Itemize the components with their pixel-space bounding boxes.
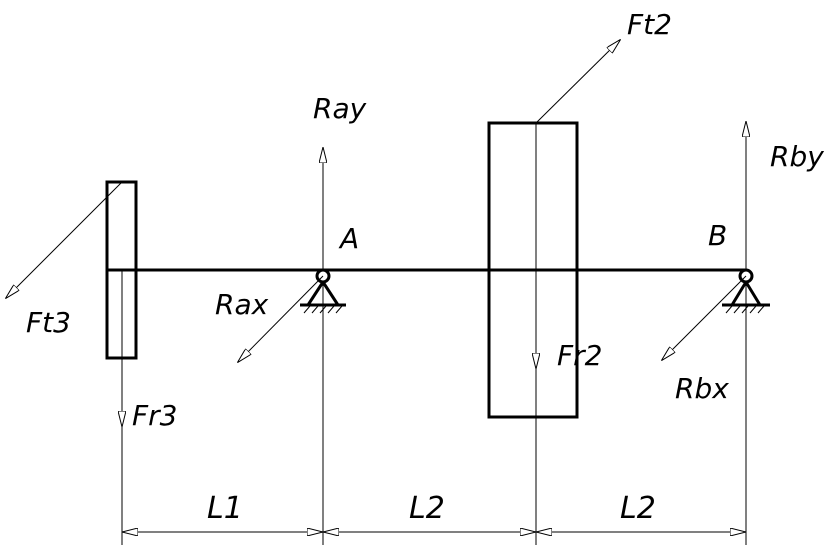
- label-a: A: [338, 222, 359, 255]
- rbx-arrow: [662, 275, 747, 360]
- label-l1: L1: [207, 491, 243, 526]
- ft3-arrow: [6, 181, 123, 298]
- gear-2-block: [487, 121, 579, 419]
- label-b: B: [708, 219, 727, 252]
- label-l2-right: L2: [620, 491, 656, 526]
- label-fr2: Fr2: [557, 339, 602, 372]
- label-l2-left: L2: [409, 491, 445, 526]
- label-rbx: Rbx: [675, 372, 729, 405]
- ft2-arrow: [535, 40, 620, 124]
- label-ray: Ray: [313, 92, 367, 125]
- support-a: [300, 268, 346, 314]
- rax-arrow: [238, 275, 324, 362]
- label-ft3: Ft3: [26, 306, 71, 339]
- label-rby: Rby: [770, 140, 824, 173]
- label-fr3: Fr3: [132, 399, 177, 432]
- label-ft2: Ft2: [627, 8, 672, 41]
- label-rax: Rax: [215, 288, 269, 321]
